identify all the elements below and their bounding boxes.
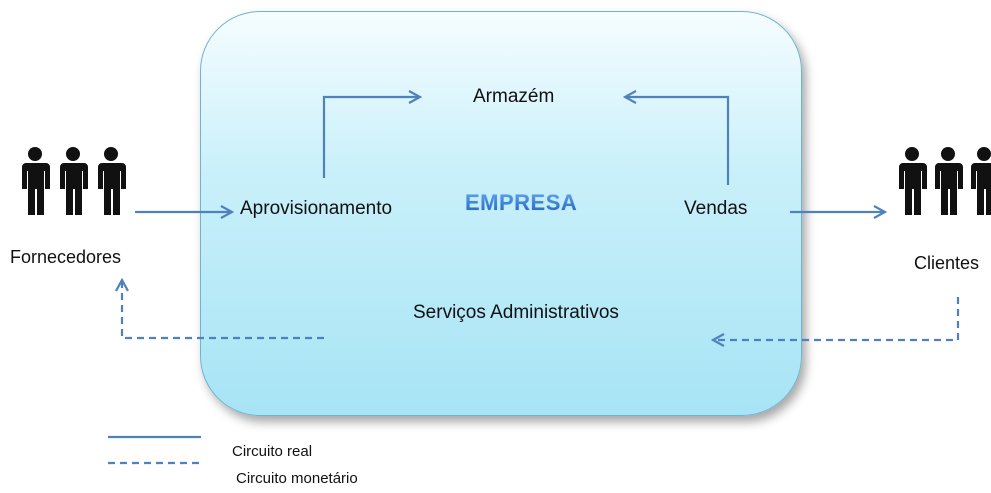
node-vendas: Vendas — [684, 198, 748, 219]
node-aprovisionamento: Aprovisionamento — [240, 198, 393, 219]
node-servicos-administrativos: Serviços Administrativos — [413, 302, 619, 323]
fornecedores-people-icon — [22, 147, 126, 215]
empresa-box — [200, 11, 802, 416]
node-armazem: Armazém — [473, 86, 555, 107]
clientes-to-servicos-dashed-arrow — [713, 297, 960, 340]
node-clientes: Clientes — [914, 253, 980, 273]
servicos-to-fornecedores-dashed-arrow — [122, 280, 324, 340]
legend-monetario-label: Circuito monetário — [236, 470, 358, 487]
vendas-to-armazem-arrow — [625, 97, 730, 185]
node-fornecedores: Fornecedores — [10, 247, 122, 267]
empresa-title: EMPRESA — [465, 190, 578, 215]
legend-real-label: Circuito real — [232, 443, 313, 460]
aprov-to-armazem-arrow — [322, 97, 420, 178]
clientes-people-icon — [899, 147, 991, 215]
